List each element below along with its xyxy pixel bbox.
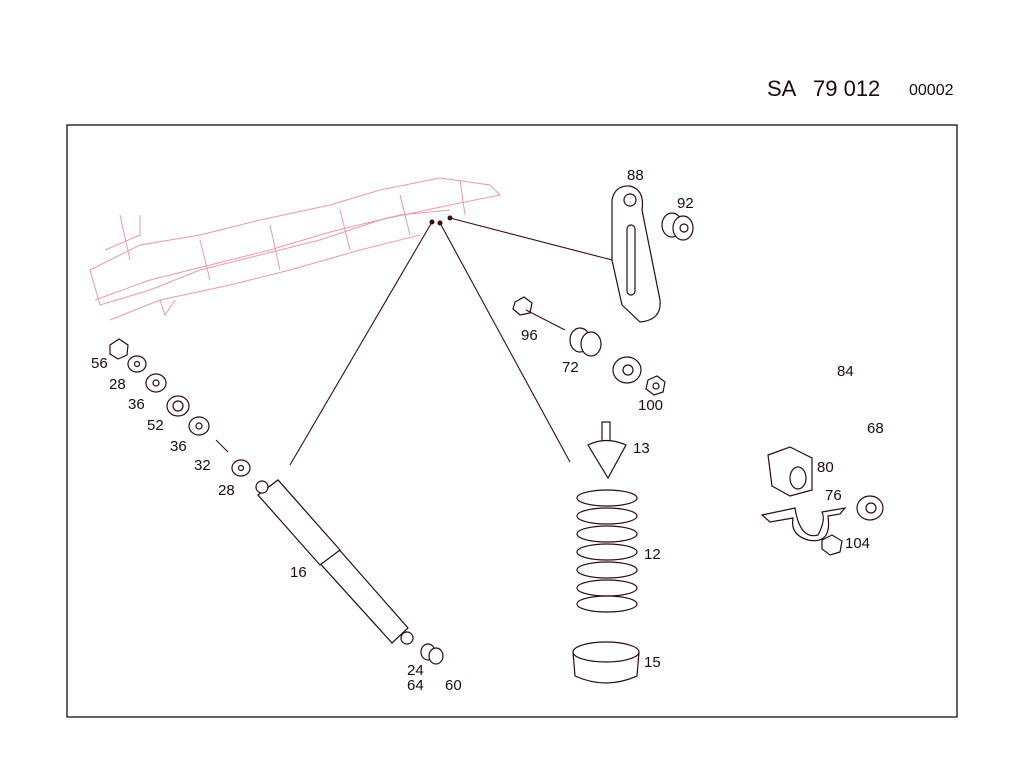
bushing-part-92 (661, 212, 694, 241)
callout-36-second: 36 (170, 438, 187, 455)
callout-32: 32 (194, 457, 211, 474)
callout-68: 68 (867, 420, 884, 437)
diagram-prefix: SA (767, 76, 797, 101)
callout-28-second: 28 (218, 482, 235, 499)
coil-spring-part-12 (576, 489, 638, 613)
callout-12: 12 (644, 546, 661, 563)
callout-24: 24 (407, 662, 424, 679)
leader-lines (289, 215, 613, 466)
callout-64: 64 (407, 677, 424, 694)
callout-104: 104 (845, 535, 870, 552)
diagram-group-number: 79 012 (813, 76, 881, 101)
callout-100: 100 (638, 397, 663, 414)
callout-80: 80 (817, 459, 834, 476)
callout-88: 88 (627, 167, 644, 184)
callout-56: 56 (91, 355, 108, 372)
diagram-sheet-number: 00002 (909, 82, 954, 99)
callout-72: 72 (562, 359, 579, 376)
callout-16: 16 (290, 564, 307, 581)
callout-52: 52 (147, 417, 164, 434)
callout-84: 84 (837, 363, 854, 380)
callout-36: 36 (128, 396, 145, 413)
callout-15: 15 (644, 654, 661, 671)
callout-76: 76 (825, 487, 842, 504)
shock-absorber-part-16 (255, 479, 414, 645)
pin-part-60 (451, 660, 471, 675)
bolt-part-96 (512, 296, 566, 331)
diagram-frame (66, 124, 958, 718)
shock-mount-hardware (109, 338, 251, 477)
bushing-part-24 (420, 643, 444, 665)
clamp-part-76 (760, 507, 847, 542)
chassis-frame-illustration (89, 177, 502, 321)
bump-stop-part-13 (587, 421, 627, 480)
nut-part-100 (645, 375, 666, 396)
bushing-part-72 (569, 327, 602, 357)
callout-28: 28 (109, 376, 126, 393)
rubber-mount-part-80 (767, 446, 813, 497)
nut-part-104 (821, 534, 843, 556)
callout-92: 92 (677, 195, 694, 212)
callout-60: 60 (445, 677, 462, 694)
u-bolt-part-84 (810, 342, 830, 395)
callout-96: 96 (521, 327, 538, 344)
spring-seat-part-15 (572, 641, 640, 684)
bracket-part-88 (611, 185, 661, 323)
callout-13: 13 (633, 440, 650, 457)
stabilizer-bar-part-68 (612, 341, 944, 521)
